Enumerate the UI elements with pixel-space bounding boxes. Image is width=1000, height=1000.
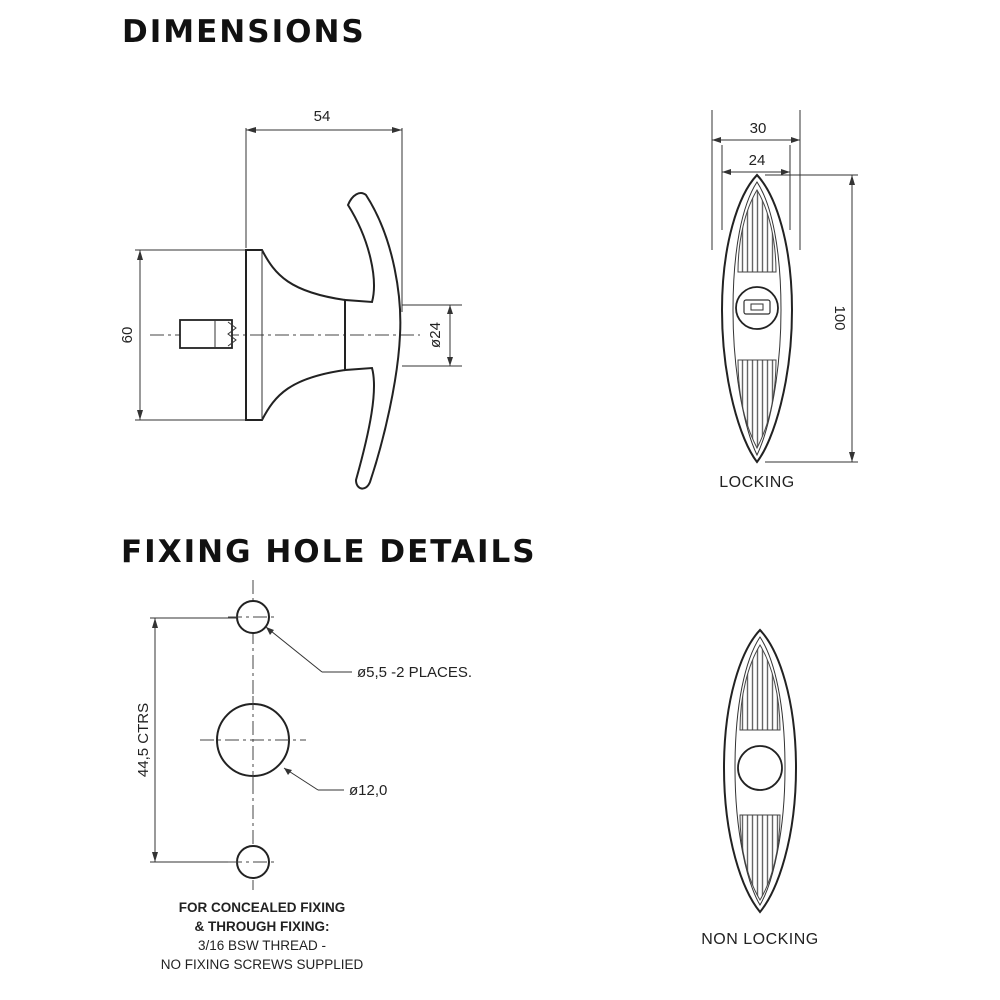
locking-height-dimension: 100	[765, 174, 858, 463]
plain-boss-icon	[737, 745, 783, 791]
non-locking-grip-bottom	[739, 814, 781, 901]
fixing-hole-view: 44,5 CTRS ø5,5 -2 PLACES.	[135, 580, 472, 972]
fixing-hole-details-heading: FIXING HOLE DETAILS	[121, 534, 537, 570]
outer-width-label: 30	[750, 120, 767, 137]
height-label: 60	[119, 327, 136, 344]
locking-view: 30 24 100 LO	[711, 110, 858, 491]
locking-grip-bottom	[737, 359, 777, 450]
large-hole-leader: ø12,0	[283, 767, 387, 799]
width-label: 54	[314, 108, 331, 125]
outer-width-dimension: 30	[711, 110, 801, 250]
centres-label: 44,5 CTRS	[135, 703, 152, 777]
note-line-3: 3/16 BSW THREAD -	[198, 938, 326, 953]
large-hole	[200, 696, 306, 784]
non-locking-view: NON LOCKING	[701, 628, 819, 948]
fixing-notes: FOR CONCEALED FIXING & THROUGH FIXING: 3…	[161, 900, 364, 972]
locking-handle-body	[720, 173, 794, 464]
width-dimension: 54	[245, 108, 403, 312]
threaded-stud	[179, 319, 237, 349]
lock-barrel-icon	[735, 286, 779, 330]
inner-width-label: 24	[749, 152, 766, 169]
height-dimension: 60	[119, 249, 246, 421]
locking-grip-top	[737, 189, 777, 273]
large-hole-label: ø12,0	[349, 782, 387, 799]
non-locking-caption: NON LOCKING	[701, 931, 819, 948]
note-line-4: NO FIXING SCREWS SUPPLIED	[161, 957, 364, 972]
small-hole-leader: ø5,5 -2 PLACES.	[265, 626, 472, 681]
note-line-2: & THROUGH FIXING:	[195, 919, 330, 934]
centres-dimension: 44,5 CTRS	[135, 617, 240, 863]
note-line-1: FOR CONCEALED FIXING	[179, 900, 346, 915]
handle-tbar	[344, 192, 402, 490]
non-locking-handle-body	[722, 628, 798, 914]
inner-width-dimension: 24	[721, 145, 791, 230]
dimensions-heading: DIMENSIONS	[122, 14, 366, 50]
locking-height-label: 100	[831, 305, 848, 330]
shaft-label: ø24	[427, 322, 444, 348]
small-hole-label: ø5,5 -2 PLACES.	[357, 664, 472, 681]
small-hole-top	[228, 600, 278, 634]
side-view: 54 60 ø24	[119, 108, 462, 490]
shaft-dimension: ø24	[402, 304, 462, 367]
non-locking-grip-top	[739, 644, 781, 731]
locking-caption: LOCKING	[719, 474, 795, 491]
small-hole-bottom	[228, 845, 278, 879]
